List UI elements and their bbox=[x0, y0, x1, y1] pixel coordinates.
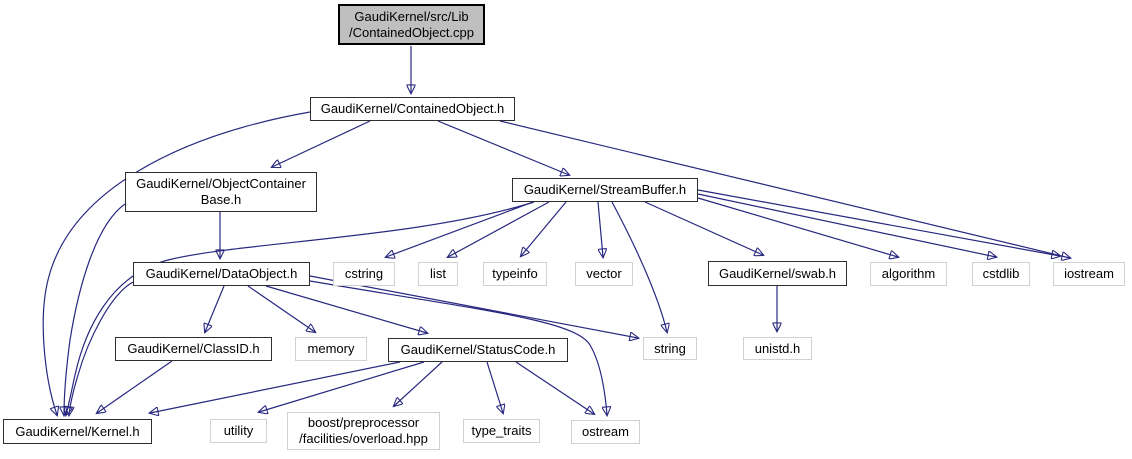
node-swab-h[interactable]: GaudiKernel/swab.h bbox=[708, 261, 847, 286]
node-vector: vector bbox=[575, 262, 633, 286]
node-memory: memory bbox=[295, 337, 367, 361]
node-ostream: ostream bbox=[571, 420, 640, 444]
node-label: GaudiKernel/ContainedObject.h bbox=[320, 101, 505, 116]
node-label: algorithm bbox=[881, 266, 936, 281]
edge-streambuffer-swab bbox=[644, 201, 763, 255]
node-label: cstring bbox=[344, 266, 384, 281]
node-label: GaudiKernel/ObjectContainer bbox=[136, 176, 306, 191]
node-label: /facilities/overload.hpp bbox=[299, 431, 428, 446]
edge-dataobject-classid bbox=[205, 285, 225, 332]
node-unistd-h: unistd.h bbox=[743, 337, 812, 360]
node-label: ostream bbox=[582, 424, 629, 439]
edge-streambuffer-string bbox=[611, 201, 667, 332]
node-dataobject-h[interactable]: GaudiKernel/DataObject.h bbox=[133, 262, 310, 286]
edge-streambuffer-vector bbox=[597, 201, 603, 257]
node-label: boost/preprocessor bbox=[307, 415, 420, 430]
edge-streambuffer-list bbox=[448, 201, 550, 257]
edge-streambuffer-iostream bbox=[697, 189, 1060, 256]
node-label: string bbox=[654, 340, 686, 356]
edge-dataobject-ostream bbox=[309, 280, 607, 415]
node-label: vector bbox=[586, 266, 622, 281]
edge-classid-kernel bbox=[97, 360, 173, 413]
edge-dataobject-string bbox=[309, 275, 638, 338]
node-label: memory bbox=[307, 341, 355, 356]
edge-statuscode-typetraits bbox=[486, 361, 503, 413]
edge-containedobject-streambuffer bbox=[437, 120, 569, 175]
edge-streambuffer-cstdlib bbox=[697, 193, 996, 257]
edge-streambuffer-typeinfo bbox=[521, 201, 567, 256]
edge-streambuffer-algorithm bbox=[697, 197, 898, 257]
edge-objcontainerbase-kernel bbox=[64, 203, 126, 415]
edge-dataobject-statuscode bbox=[265, 285, 427, 333]
node-classid-h[interactable]: GaudiKernel/ClassID.h bbox=[115, 337, 272, 361]
node-objectcontainerbase-h[interactable]: GaudiKernel/ObjectContainer Base.h bbox=[125, 172, 317, 212]
edge-containedobject-kernel bbox=[42, 111, 311, 415]
edge-dataobject-kernel bbox=[69, 281, 134, 415]
node-label: GaudiKernel/ClassID.h bbox=[127, 341, 260, 356]
node-string: string bbox=[643, 337, 697, 360]
node-label: cstdlib bbox=[982, 266, 1020, 281]
node-utility: utility bbox=[210, 419, 267, 443]
node-type-traits: type_traits bbox=[463, 419, 540, 443]
node-containedobject-cpp: GaudiKernel/src/Lib /ContainedObject.cpp bbox=[338, 4, 485, 45]
node-label: GaudiKernel/StreamBuffer.h bbox=[523, 182, 687, 197]
node-label: GaudiKernel/swab.h bbox=[718, 265, 837, 281]
node-boost-overload-hpp: boost/preprocessor /facilities/overload.… bbox=[287, 412, 440, 450]
node-containedobject-h[interactable]: GaudiKernel/ContainedObject.h bbox=[310, 97, 515, 121]
edge-statuscode-ostream bbox=[515, 361, 594, 414]
node-label: GaudiKernel/StatusCode.h bbox=[400, 342, 556, 357]
node-label: /ContainedObject.cpp bbox=[348, 24, 475, 40]
node-cstring: cstring bbox=[333, 262, 395, 286]
edge-statuscode-utility bbox=[259, 361, 425, 412]
edge-containedobject-iostream bbox=[499, 120, 1070, 258]
node-algorithm: algorithm bbox=[870, 262, 947, 286]
edge-dataobject-memory bbox=[247, 285, 315, 332]
node-statuscode-h[interactable]: GaudiKernel/StatusCode.h bbox=[388, 338, 568, 362]
node-cstdlib: cstdlib bbox=[972, 262, 1030, 286]
node-iostream: iostream bbox=[1053, 262, 1125, 286]
edge-statuscode-kernel bbox=[150, 361, 401, 413]
node-label: iostream bbox=[1064, 266, 1114, 281]
node-label: unistd.h bbox=[754, 340, 801, 356]
node-label: typeinfo bbox=[492, 266, 538, 281]
node-label: utility bbox=[223, 423, 254, 438]
node-list: list bbox=[418, 262, 458, 286]
node-label: Base.h bbox=[200, 192, 242, 207]
node-typeinfo: typeinfo bbox=[483, 262, 547, 286]
node-kernel-h[interactable]: GaudiKernel/Kernel.h bbox=[3, 419, 152, 444]
node-label: type_traits bbox=[471, 423, 532, 438]
edge-streambuffer-kernel bbox=[66, 201, 535, 415]
edge-containedobject-objcontainerbase bbox=[272, 120, 371, 167]
edge-streambuffer-cstring bbox=[386, 201, 534, 257]
node-label: list bbox=[430, 266, 446, 281]
node-label: GaudiKernel/Kernel.h bbox=[15, 423, 140, 439]
node-label: GaudiKernel/DataObject.h bbox=[145, 266, 298, 281]
edge-statuscode-boost bbox=[394, 361, 443, 406]
node-streambuffer-h[interactable]: GaudiKernel/StreamBuffer.h bbox=[512, 178, 698, 202]
node-label: GaudiKernel/src/Lib bbox=[354, 8, 469, 24]
